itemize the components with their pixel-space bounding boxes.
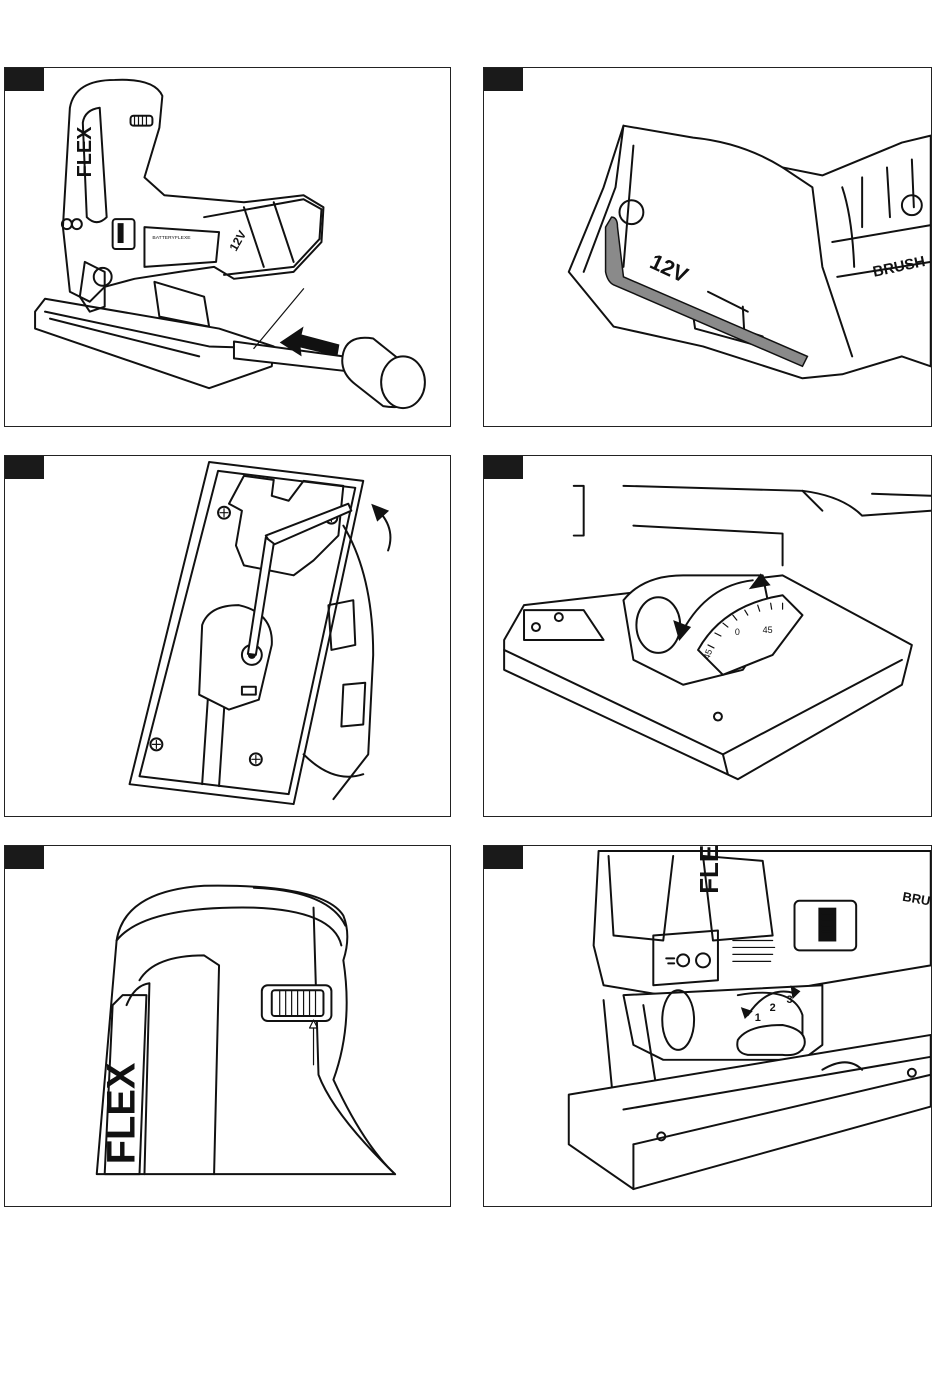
jigsaw-illustration: FLEX 12V BATTERYFLEXE [5,68,450,426]
model-strip-label: BATTERYFLEXE [152,235,191,241]
base-plate-illustration [5,456,450,816]
screw-icon [218,507,230,519]
orbital-step-1: 1 [755,1012,761,1024]
angle-label-right: 45 [763,625,773,635]
brand-logo-text: FLEX [100,1062,144,1164]
figure-panel-4: 45 0 45 [483,455,932,817]
orbital-step-2: 2 [770,1002,776,1014]
figure-panel-2: BRUSH 12V [483,67,932,427]
figure-panel-6: FLEX BRU 1 2 3 [483,845,932,1207]
orbital-setting-illustration: FLEX BRU 1 2 3 [484,846,931,1206]
figure-panel-5: FLEX [4,845,451,1207]
brand-logo-text: FLEX [74,126,96,178]
arrow-rotate-icon [381,514,390,551]
brand-logo-text: FLEX [696,846,724,894]
hex-key-storage-illustration: BRUSH 12V [484,68,931,426]
figure-panel-1: FLEX 12V BATTERYFLEXE [4,67,451,427]
orbital-step-3: 3 [787,994,793,1006]
figure-panel-3 [4,455,451,817]
speed-dial-illustration: FLEX [5,846,450,1206]
angle-label-center: 0 [735,627,740,637]
screw-icon [250,753,262,765]
screw-icon [150,738,162,750]
bevel-angle-illustration: 45 0 45 [484,456,931,816]
speed-dial [131,116,153,126]
